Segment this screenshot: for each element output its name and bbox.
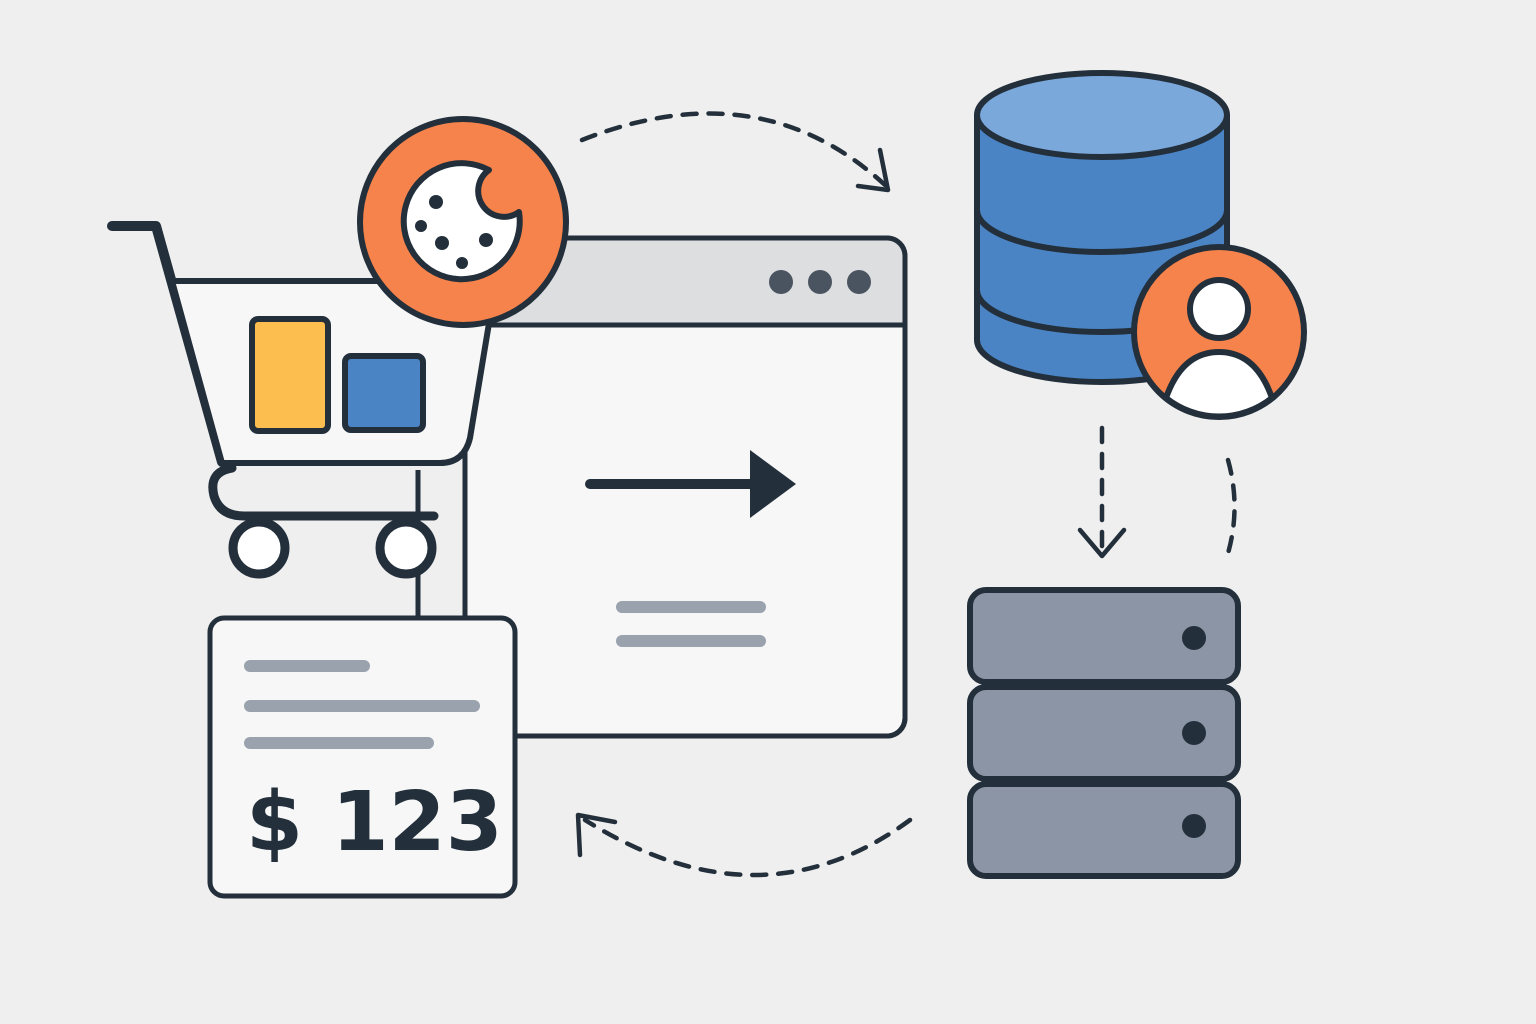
server-unit [967,587,1241,685]
server-unit [967,781,1241,879]
cookie-icon [357,116,569,328]
product-box-yellow [249,316,331,434]
window-dot-icon [808,270,832,294]
receipt-price: $ 123 [246,775,503,870]
product-box-blue [342,353,426,433]
flow-arrow-top [579,111,891,193]
receipt-icon: $ 123 [207,615,518,899]
cart-wheel-icon [228,517,290,579]
shopping-cart-icon [107,221,499,579]
server-stack-icon [967,587,1241,879]
arrow-right-icon [585,450,796,518]
browser-window-icon [462,235,908,739]
window-dot-icon [847,270,871,294]
user-server-connector [1223,457,1237,563]
window-dot-icon [769,270,793,294]
cart-wheel-icon [375,517,437,579]
flow-arrow-down [1077,425,1127,559]
flow-arrow-bottom [575,812,913,878]
server-unit [967,684,1241,782]
user-icon [1131,244,1307,420]
